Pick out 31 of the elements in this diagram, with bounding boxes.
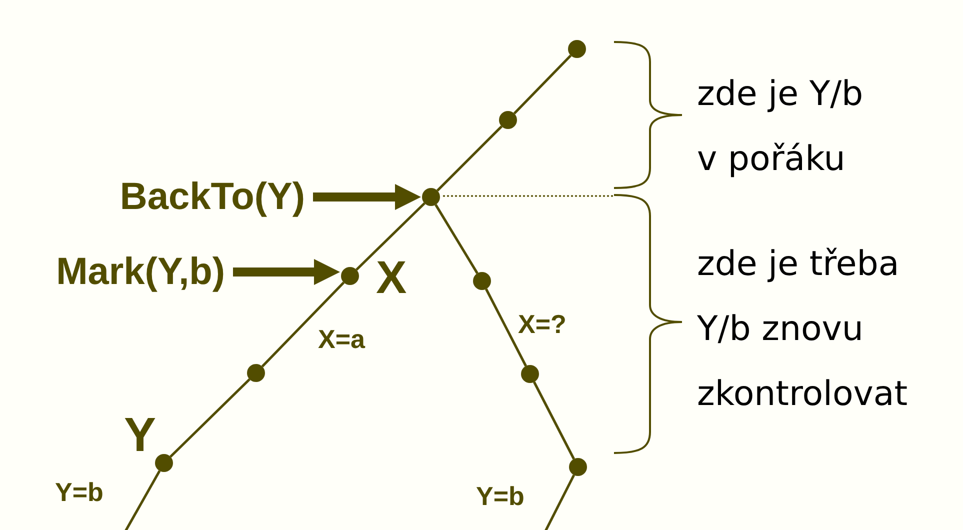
- arrow: [313, 184, 421, 210]
- connector-line: [544, 474, 576, 530]
- connector-line: [513, 54, 572, 114]
- connector-line: [356, 202, 426, 271]
- variable-label: X: [376, 252, 407, 303]
- node-dot: [569, 458, 587, 476]
- arrow: [233, 259, 340, 285]
- variable-label: X=a: [318, 325, 365, 354]
- connector-line: [485, 288, 527, 367]
- action-label: Mark(Y,b): [0, 245, 225, 299]
- annotation-text: zde je třeba Y/b znovu zkontrolovat: [697, 243, 909, 416]
- node-dot: [422, 188, 440, 206]
- connector-line: [434, 204, 478, 274]
- variable-label: Y=b: [55, 478, 104, 507]
- connector-line: [261, 282, 345, 368]
- connector-line: [170, 378, 250, 458]
- connector-line: [436, 125, 503, 192]
- node-dot: [155, 454, 173, 472]
- node-dot: [568, 40, 586, 58]
- annotation-text: zde je Y/b v pořáku: [697, 73, 864, 181]
- node-dot: [247, 364, 265, 382]
- node-dot: [341, 267, 359, 285]
- connector-line: [533, 381, 575, 460]
- variable-label: Y: [124, 410, 156, 463]
- node-dot: [473, 272, 491, 290]
- node-dot: [499, 111, 517, 129]
- connector-line: [124, 470, 161, 530]
- variable-label: X=?: [518, 310, 566, 339]
- variable-label: Y=b: [476, 482, 524, 511]
- action-label: BackTo(Y): [40, 170, 305, 224]
- node-dot: [521, 365, 539, 383]
